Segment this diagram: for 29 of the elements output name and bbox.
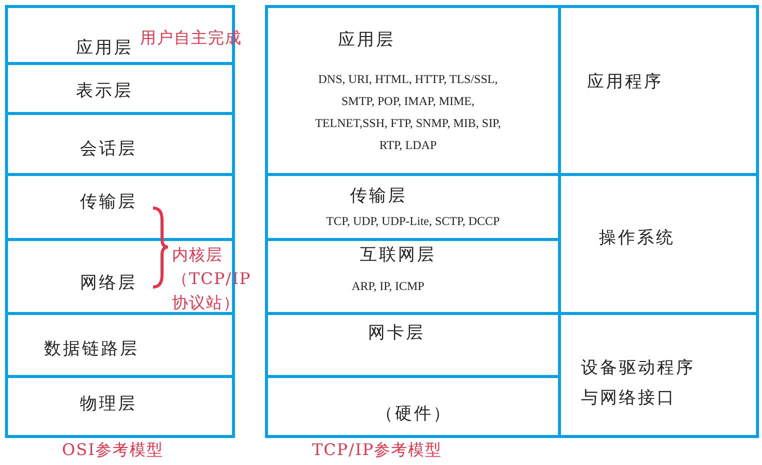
layer-name: 应用层	[338, 29, 395, 51]
software-cell	[558, 5, 759, 176]
layer-name: 应用程序	[587, 71, 663, 93]
layer-cell	[5, 112, 235, 176]
protocol-list: TCP, UDP, UDP-Lite, SCTP, DCCP	[278, 210, 548, 232]
layer-cell	[265, 5, 561, 176]
model-caption: TCP/IP参考模型	[312, 440, 442, 461]
software-cell	[558, 312, 759, 438]
protocol-list: ARP, IP, ICMP	[328, 275, 448, 297]
protocol-list: DNS, URI, HTML, HTTP, TLS/SSL, SMTP, POP, IMAP, MIME, TELNET,SSH, FTP, SNMP, MIB, SIP, RTP, LDAP	[308, 68, 508, 156]
layer-cell	[5, 62, 235, 115]
layer-name: 会话层	[80, 138, 137, 160]
layer-cell	[5, 312, 235, 378]
layer-name: 操作系统	[599, 227, 675, 249]
layer-cell	[265, 375, 561, 438]
layer-cell	[5, 173, 235, 241]
layer-name: 传输层	[350, 185, 407, 207]
layer-name: （硬件）	[376, 403, 452, 425]
layer-name: 表示层	[76, 80, 133, 102]
model-caption: OSI参考模型	[62, 440, 164, 461]
layer-name: 数据链路层	[44, 338, 139, 360]
layer-cell	[5, 375, 235, 438]
layer-name: 物理层	[80, 393, 137, 415]
layer-name: 应用层	[76, 37, 133, 59]
layer-name: 互联网层	[360, 244, 436, 266]
layer-name: 设备驱动程序与网络接口	[581, 357, 696, 410]
layer-name: 传输层	[80, 191, 137, 213]
layer-name: 网卡层	[368, 322, 425, 344]
layer-name: 网络层	[80, 272, 137, 294]
